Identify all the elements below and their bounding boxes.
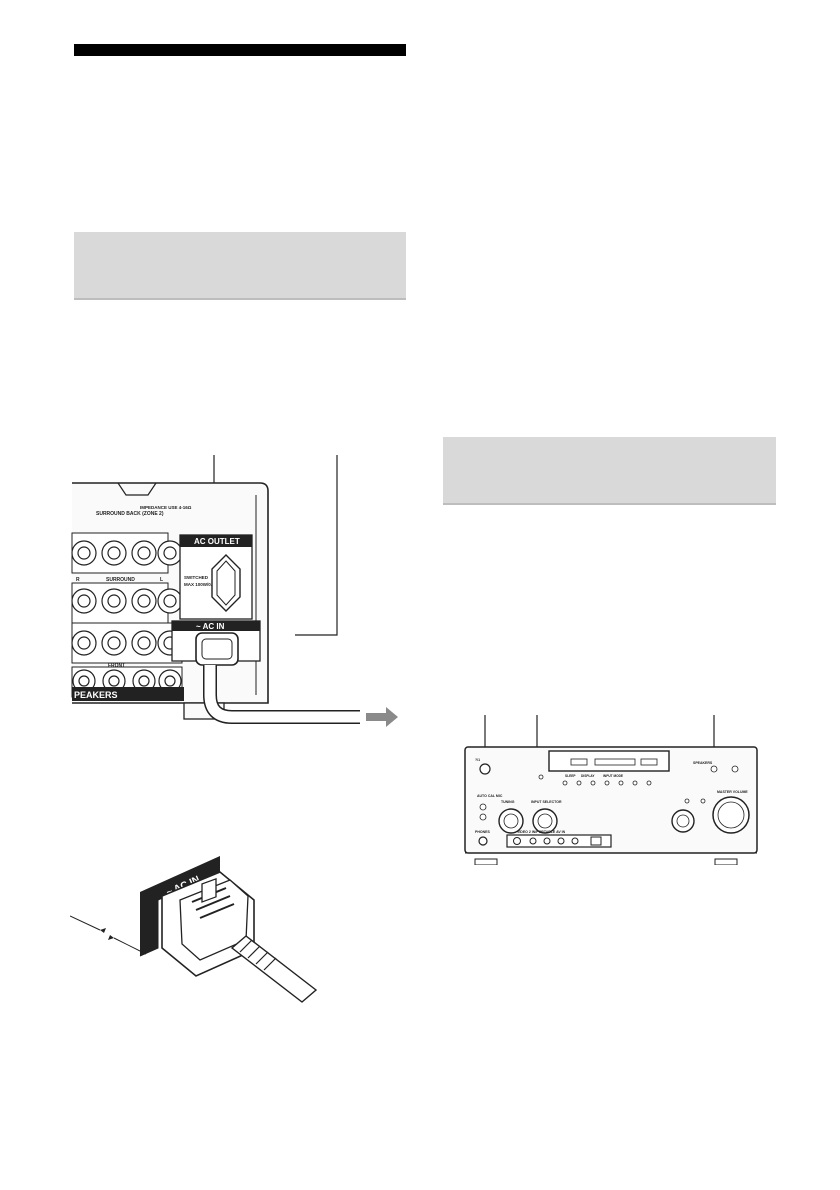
ac-in-label: ~ AC IN [196, 622, 225, 631]
plug-tab [201, 877, 217, 903]
display-window [548, 750, 670, 772]
max-label: MAX 100W/0.9A [184, 582, 219, 587]
front-label: FRONT [108, 663, 125, 669]
phones-jack [478, 836, 488, 846]
phones-label: PHONES [475, 830, 490, 834]
impedance-label: IMPEDANCE USE 4-16Ω [140, 505, 192, 510]
ac-outlet-socket-inner [216, 560, 236, 606]
speakers-label: PEAKERS [74, 690, 118, 700]
speakers-label: SPEAKERS [693, 761, 713, 765]
standby-label: ?/1 [475, 758, 480, 762]
surround-label: SURROUND [106, 577, 135, 583]
cable-strain-relief [239, 939, 277, 971]
speaker-terminals [71, 532, 183, 698]
input-selector-label: INPUT SELECTOR [531, 800, 562, 804]
tuning-knob [498, 808, 524, 834]
display-label: DISPLAY [581, 774, 595, 778]
front-foot-left [474, 858, 498, 865]
auto-cal-label: AUTO CAL MIC [477, 794, 503, 798]
dimension-line-1 [70, 915, 101, 931]
subsection-heading-box-left [74, 232, 406, 300]
subsection-heading-box-right [443, 437, 776, 505]
callout-line-ac-in [295, 455, 338, 636]
video-input-jacks [513, 836, 602, 846]
standby-button [479, 763, 491, 775]
channel-l-label: L [160, 577, 163, 583]
plug-closeup-illustration: ~ AC IN [70, 856, 318, 1003]
chassis-notch [117, 482, 157, 496]
input-selector-knob [532, 808, 558, 834]
video-inputs-label: VIDEO 2 IN/PORTABLE AV IN [517, 830, 566, 834]
surround-back-label: SURROUND BACK (ZONE 2) [96, 511, 164, 517]
ac-in-label-bar [172, 621, 260, 631]
switched-label: SWITCHED [184, 575, 209, 580]
direction-arrow-icon [366, 707, 398, 727]
front-foot-right [714, 858, 738, 865]
input-mode-label: INPUT MODE [603, 774, 623, 778]
speakers-label-bar [72, 687, 184, 701]
sleep-label: SLEEP [565, 774, 576, 778]
secondary-knob [671, 809, 695, 833]
master-volume-label: MASTER VOLUME [717, 790, 748, 794]
plug-cable [230, 935, 318, 1003]
ac-in-plug-inner [201, 638, 233, 660]
tuning-label: TUNING [501, 800, 515, 804]
channel-r-label: R [76, 577, 80, 583]
front-panel-illustration: ?/1 SPEAKERS AUTO CAL MIC SLEEP DISPLAY … [464, 715, 758, 865]
ac-outlet-label-bar [180, 535, 252, 547]
ac-outlet-label: AC OUTLET [194, 537, 240, 546]
power-cord-fill [204, 665, 360, 723]
rear-panel-illustration: PEAKERS SURROUND BACK (ZONE 2) IMPEDANCE… [71, 455, 398, 727]
front-buttons [479, 765, 739, 821]
section-top-rule [74, 44, 406, 56]
dimension-line-2 [113, 937, 147, 955]
master-volume-knob [712, 796, 750, 834]
